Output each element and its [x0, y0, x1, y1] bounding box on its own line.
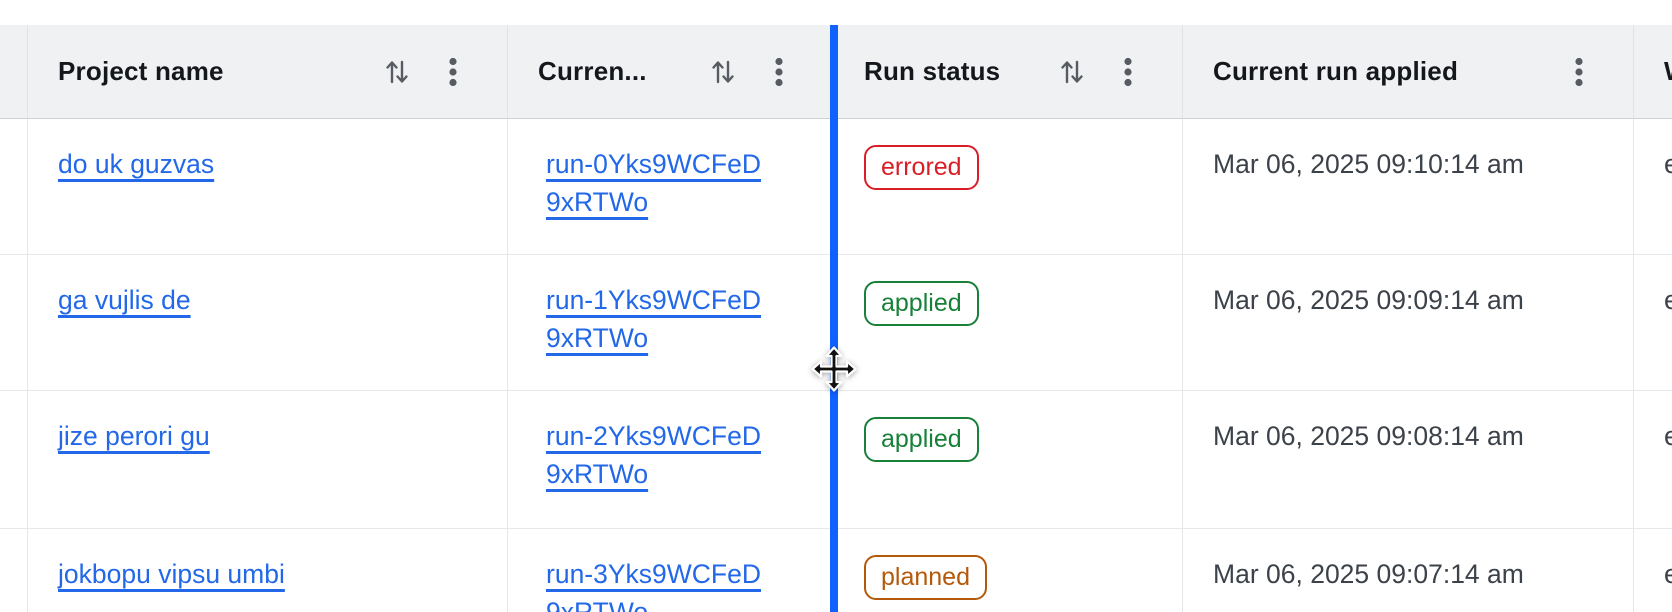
projects-table: Project name Curren...: [0, 25, 1672, 612]
run-applied-timestamp: Mar 06, 2025 09:07:14 am: [1213, 559, 1524, 589]
project-cell: jokbopu vipsu umbi: [28, 529, 508, 612]
project-link[interactable]: ga vujlis de: [58, 285, 191, 315]
sort-icon[interactable]: [1058, 57, 1086, 87]
clipped-cell: e: [1634, 529, 1672, 612]
column-header-run-status[interactable]: Run status: [834, 25, 1183, 119]
column-menu-icon[interactable]: [1575, 57, 1583, 87]
sort-icon[interactable]: [709, 57, 737, 87]
status-badge: planned: [864, 555, 987, 600]
column-menu-icon[interactable]: [1124, 57, 1132, 87]
clipped-cell-text: e: [1664, 149, 1672, 179]
column-label: Project name: [58, 56, 224, 86]
column-header-stub: [0, 25, 28, 119]
column-menu-icon[interactable]: [775, 57, 783, 87]
run-applied-timestamp: Mar 06, 2025 09:08:14 am: [1213, 421, 1524, 451]
project-link[interactable]: jokbopu vipsu umbi: [58, 559, 285, 589]
project-cell: jize perori gu: [28, 391, 508, 529]
row-stub-cell: [0, 391, 28, 529]
project-cell: ga vujlis de: [28, 255, 508, 391]
column-header-project-name[interactable]: Project name: [28, 25, 508, 119]
clipped-cell: e: [1634, 119, 1672, 255]
column-label: Curren...: [538, 56, 647, 86]
column-resize-indicator[interactable]: [830, 25, 838, 612]
row-stub-cell: [0, 529, 28, 612]
run-status-cell: planned: [834, 529, 1183, 612]
project-cell: do uk guzvas: [28, 119, 508, 255]
clipped-cell-text: e: [1664, 421, 1672, 451]
run-applied-timestamp: Mar 06, 2025 09:10:14 am: [1213, 149, 1524, 179]
column-header-clipped[interactable]: W: [1634, 25, 1672, 119]
run-applied-cell: Mar 06, 2025 09:09:14 am: [1183, 255, 1634, 391]
column-menu-icon[interactable]: [449, 57, 457, 87]
row-stub-cell: [0, 255, 28, 391]
clipped-cell-text: e: [1664, 559, 1672, 589]
run-applied-cell: Mar 06, 2025 09:10:14 am: [1183, 119, 1634, 255]
clipped-cell: e: [1634, 255, 1672, 391]
column-label: W: [1664, 56, 1672, 87]
run-applied-cell: Mar 06, 2025 09:08:14 am: [1183, 391, 1634, 529]
status-badge: errored: [864, 145, 979, 190]
column-label: Current run applied: [1213, 56, 1459, 86]
column-label: Run status: [864, 56, 1001, 86]
status-badge: applied: [864, 417, 979, 462]
sort-icon[interactable]: [383, 57, 411, 87]
row-stub-cell: [0, 119, 28, 255]
run-status-cell: applied: [834, 391, 1183, 529]
clipped-cell: e: [1634, 391, 1672, 529]
run-applied-timestamp: Mar 06, 2025 09:09:14 am: [1213, 285, 1524, 315]
project-link[interactable]: do uk guzvas: [58, 149, 215, 179]
run-applied-cell: Mar 06, 2025 09:07:14 am: [1183, 529, 1634, 612]
status-badge: applied: [864, 281, 979, 326]
clipped-cell-text: e: [1664, 285, 1672, 315]
project-link[interactable]: jize perori gu: [58, 421, 210, 451]
column-header-current-run[interactable]: Curren...: [508, 25, 834, 119]
run-status-cell: errored: [834, 119, 1183, 255]
run-status-cell: applied: [834, 255, 1183, 391]
column-header-current-run-applied[interactable]: Current run applied: [1183, 25, 1634, 119]
